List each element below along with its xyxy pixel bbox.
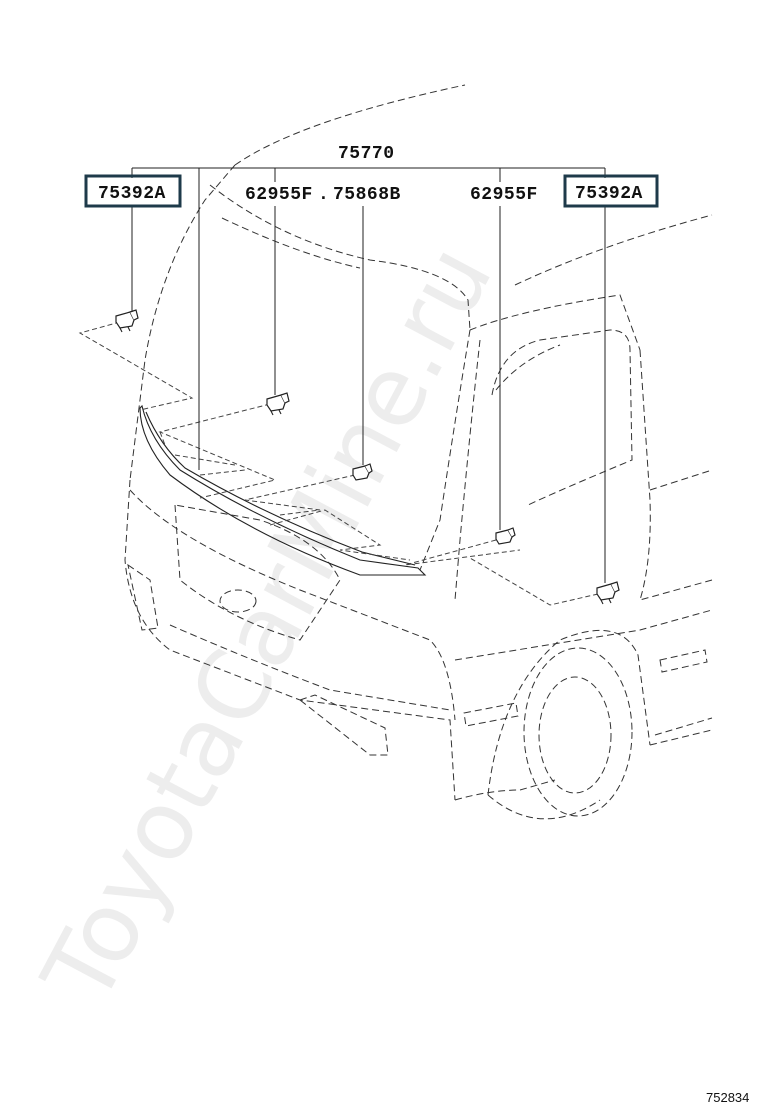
label-clip-right: 75392A: [575, 184, 643, 204]
highlight-box-right: [563, 174, 659, 208]
label-part-center: 75868B: [333, 185, 401, 205]
label-assembly: 75770: [338, 144, 395, 164]
clip-icon: [596, 581, 620, 605]
label-part-center-sep: .: [318, 185, 329, 205]
leader-lines: [131, 167, 606, 583]
label-part-right-center: 62955F: [470, 185, 538, 205]
clip-icon: [266, 392, 290, 416]
clip-icon: [495, 527, 516, 545]
label-clip-left: 75392A: [98, 184, 166, 204]
label-part-left-center: 62955F: [245, 185, 313, 205]
diagram-code: 752834: [706, 1090, 749, 1105]
mount-guides: [78, 321, 599, 606]
highlight-box-left: [84, 174, 182, 208]
vehicle-outline: [124, 84, 713, 820]
watermark: ToyotaCarMine.ru: [21, 228, 514, 1022]
moulding-strip: [139, 404, 427, 576]
clip-icon: [115, 309, 139, 333]
clip-icon: [352, 463, 373, 481]
